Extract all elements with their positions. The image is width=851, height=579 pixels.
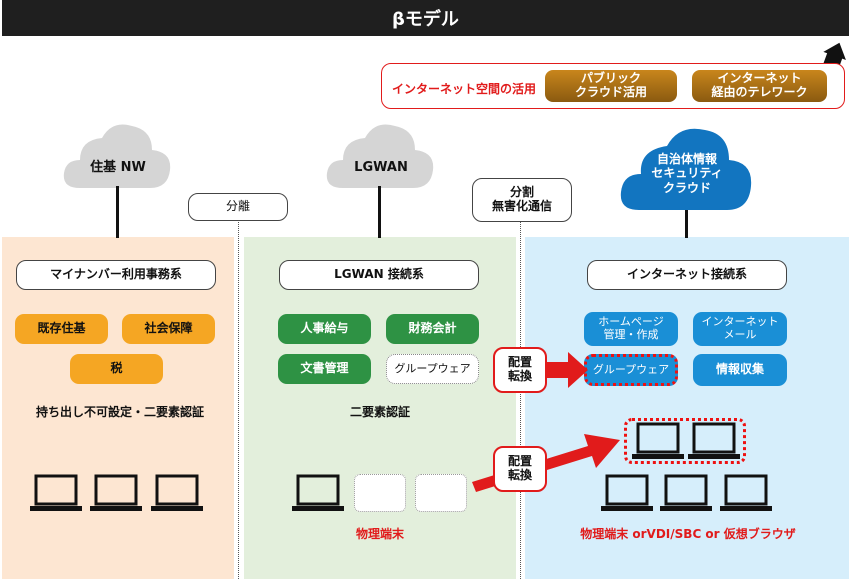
relocate-arrow-icon <box>520 352 588 388</box>
lgwan-terminal-label: 物理端末 <box>355 527 404 541</box>
app-homepage[interactable]: ホームページ 管理・作成 <box>584 312 678 346</box>
zone-mynumber <box>2 237 234 579</box>
lgwan-header: LGWAN 接続系 <box>279 260 479 290</box>
connector-line <box>378 186 381 238</box>
relocate-badge: 配置 転換 <box>493 446 547 492</box>
cloud-label-juki: 住基 NW <box>90 160 146 175</box>
laptop-icon <box>688 422 740 459</box>
app-zei[interactable]: 税 <box>70 354 163 384</box>
laptop-icon <box>720 474 772 511</box>
cloud-icon <box>620 128 752 210</box>
app-jinji-kyuyo[interactable]: 人事給与 <box>278 314 371 344</box>
zone-lgwan <box>244 237 516 579</box>
app-info-collect[interactable]: 情報収集 <box>693 354 787 386</box>
public-cloud-button[interactable]: パブリック クラウド活用 <box>545 70 677 102</box>
cloud-icon <box>326 124 434 188</box>
mynumber-caption: 持ち出し不可設定・二要素認証 <box>35 405 204 419</box>
app-kizon-juki[interactable]: 既存住基 <box>15 314 108 344</box>
internet-header: インターネット接続系 <box>587 260 787 290</box>
zone-internet <box>525 237 849 579</box>
laptop-placeholder <box>415 474 467 512</box>
app-zaimu-kaikei[interactable]: 財務会計 <box>386 314 479 344</box>
lgwan-caption: 二要素認証 <box>349 405 410 419</box>
connector-line <box>116 186 119 238</box>
divider <box>520 222 521 579</box>
cloud-label-jichitai: 自治体情報 セキュリティ クラウド <box>651 152 723 195</box>
app-internet-mail[interactable]: インターネット メール <box>693 312 787 346</box>
mynumber-header: マイナンバー利用事務系 <box>16 260 216 290</box>
sanitize-label: 分割 無害化通信 <box>472 178 572 222</box>
app-shakai-hosho[interactable]: 社会保障 <box>122 314 215 344</box>
laptop-icon <box>660 474 712 511</box>
laptop-icon <box>601 474 653 511</box>
app-groupware-internet[interactable]: グループウェア <box>584 354 678 386</box>
laptop-icon <box>632 422 684 459</box>
app-bunsho-kanri[interactable]: 文書管理 <box>278 354 371 384</box>
laptop-placeholder <box>354 474 406 512</box>
internet-terminal-label: 物理端末 orVDI/SBC or 仮想ブラウザ <box>580 527 796 541</box>
telework-button[interactable]: インターネット 経由のテレワーク <box>692 70 827 102</box>
cloud-icon <box>63 124 171 188</box>
separation-label: 分離 <box>188 193 288 221</box>
laptop-icon <box>151 474 203 511</box>
connector-line <box>685 210 688 238</box>
internet-usage-label: インターネット空間の活用 <box>392 82 537 96</box>
laptop-icon <box>30 474 82 511</box>
relocate-badge: 配置 転換 <box>493 347 547 393</box>
laptop-icon <box>292 474 344 511</box>
divider <box>238 222 239 579</box>
cloud-label-lgwan: LGWAN <box>354 160 408 175</box>
app-groupware-lgwan[interactable]: グループウェア <box>386 354 479 384</box>
laptop-icon <box>90 474 142 511</box>
page-title: βモデル <box>2 0 849 36</box>
